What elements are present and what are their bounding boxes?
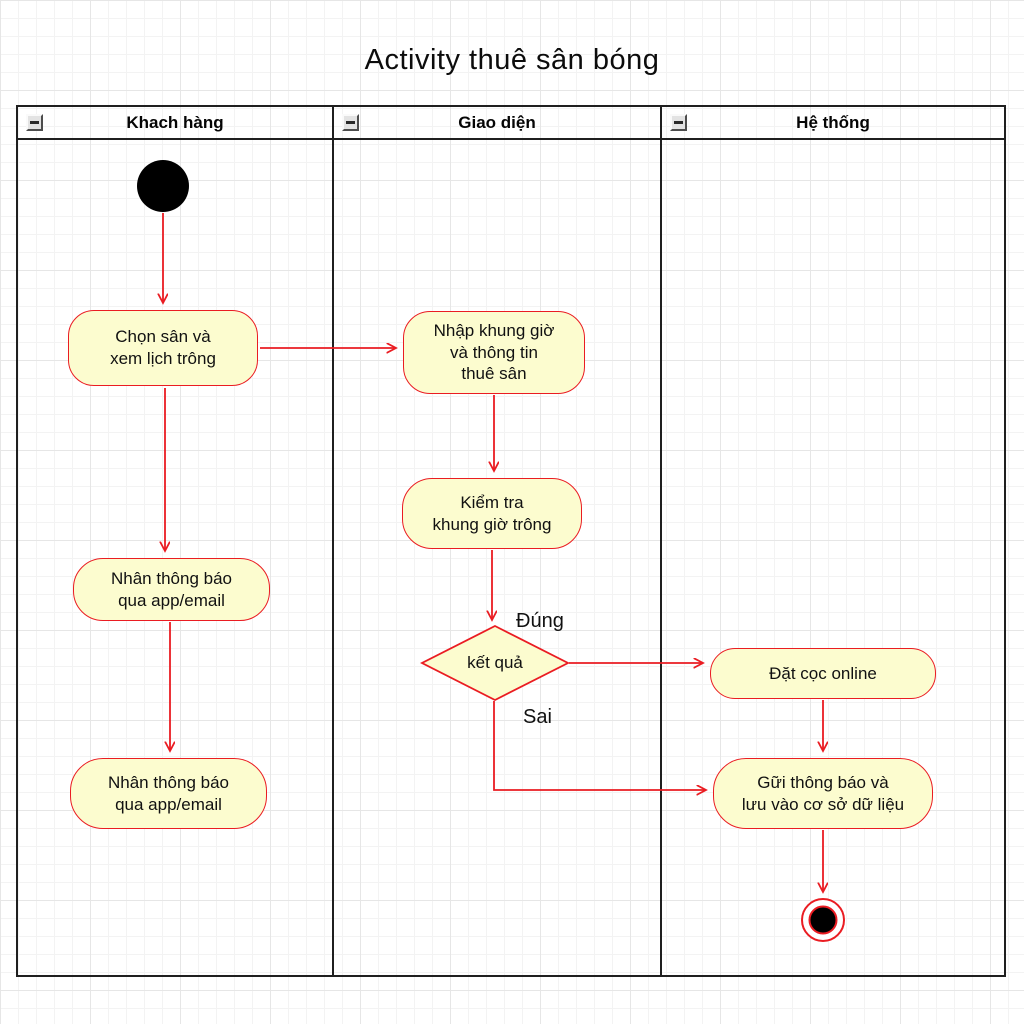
minus-icon xyxy=(674,121,683,124)
lane-system: Hệ thống xyxy=(660,107,1004,975)
guard-sai-label: Sai xyxy=(523,706,552,728)
node-dat-coc[interactable]: Đặt cọc online xyxy=(710,648,936,699)
lane-title-system: Hệ thống xyxy=(796,112,870,132)
node-chon-san[interactable]: Chọn sân và xem lịch trông xyxy=(68,310,258,386)
collapse-icon[interactable] xyxy=(26,114,43,131)
lane-header-system: Hệ thống xyxy=(662,107,1004,140)
lane-header-customer: Khach hàng xyxy=(18,107,332,140)
decision-label: kết quả xyxy=(467,653,523,673)
collapse-icon[interactable] xyxy=(342,114,359,131)
lane-customer: Khach hàng xyxy=(18,107,332,975)
lane-header-interface: Giao diện xyxy=(334,107,660,140)
lane-interface: Giao diện xyxy=(332,107,660,975)
swimlane-frame: Khach hàng Giao diện Hệ thống xyxy=(16,105,1006,977)
minus-icon xyxy=(346,121,355,124)
collapse-icon[interactable] xyxy=(670,114,687,131)
lane-title-customer: Khach hàng xyxy=(126,112,224,132)
node-nhan-thong-bao-1[interactable]: Nhân thông báo qua app/email xyxy=(73,558,270,621)
minus-icon xyxy=(30,121,39,124)
node-nhap-khung-gio[interactable]: Nhập khung giờ và thông tin thuê sân xyxy=(403,311,585,394)
lane-title-interface: Giao diện xyxy=(458,112,536,132)
diagram-title: Activity thuê sân bóng xyxy=(364,44,660,76)
node-kiem-tra[interactable]: Kiểm tra khung giờ trông xyxy=(402,478,582,549)
guard-dung-label: Đúng xyxy=(516,610,564,632)
node-gui-thong-bao[interactable]: Gữi thông báo và lưu vào cơ sở dữ liệu xyxy=(713,758,933,829)
node-nhan-thong-bao-2[interactable]: Nhân thông báo qua app/email xyxy=(70,758,267,829)
